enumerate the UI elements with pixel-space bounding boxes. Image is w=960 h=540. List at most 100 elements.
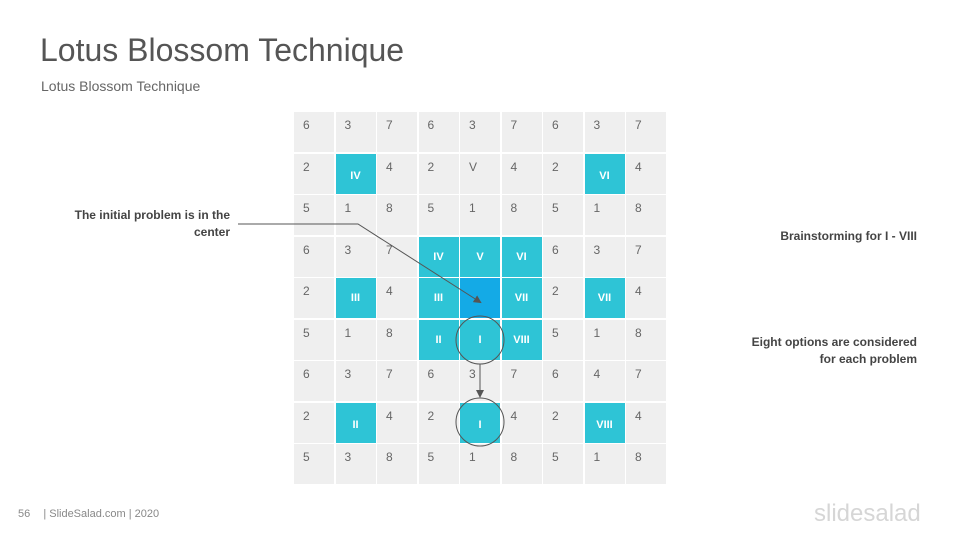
grid-cell: 7 xyxy=(501,112,542,152)
grid-cell: 6 xyxy=(418,112,459,152)
grid-cell-number: 8 xyxy=(635,201,642,215)
grid-cell: 3 xyxy=(335,444,376,484)
grid-cell-number: 3 xyxy=(593,242,601,257)
grid-cell: VIII xyxy=(584,402,625,443)
grid-cell-number: 4 xyxy=(635,408,642,423)
grid-cell: 1 xyxy=(584,444,625,484)
grid-cell: 1 xyxy=(584,195,625,235)
grid-cell-number: 3 xyxy=(469,367,476,381)
grid-cell: 8 xyxy=(626,444,666,484)
grid-cell: 2 xyxy=(543,153,583,194)
grid-cell: 7 xyxy=(377,236,417,277)
grid-cell-number: V xyxy=(469,159,478,174)
grid-cell-number: 2 xyxy=(303,159,310,174)
initial-problem-label: The initial problem is in the center xyxy=(40,207,230,241)
grid-cell-number: 4 xyxy=(386,159,393,174)
grid-cell-number: 6 xyxy=(303,118,310,132)
grid-cell: IV xyxy=(335,153,376,194)
grid-cell: 1 xyxy=(460,195,500,235)
grid-cell-number: 6 xyxy=(303,242,310,257)
grid-cell: 3 xyxy=(460,361,500,401)
grid-cell-number: 8 xyxy=(386,450,393,464)
grid-cell: 5 xyxy=(294,319,334,360)
grid-cell: 3 xyxy=(584,112,625,152)
grid-cell: 4 xyxy=(377,402,417,443)
grid-cell: 5 xyxy=(418,195,459,235)
grid-cell: 6 xyxy=(294,112,334,152)
grid-cell: 8 xyxy=(501,444,542,484)
grid-cell-number: 2 xyxy=(427,159,435,174)
eight-options-label: Eight options are considered for each pr… xyxy=(700,334,917,368)
grid-cell: IV xyxy=(418,236,459,277)
grid-cell: II xyxy=(335,402,376,443)
grid-cell: 8 xyxy=(377,444,417,484)
grid-cell: 2 xyxy=(418,153,459,194)
grid-cell: VI xyxy=(584,153,625,194)
grid-cell: 6 xyxy=(543,236,583,277)
grid-cell: I xyxy=(460,319,500,360)
grid-cell-number: 8 xyxy=(386,325,393,340)
grid-cell-number: 8 xyxy=(386,201,393,215)
grid-cell-number: 4 xyxy=(593,367,601,381)
grid-cell: 7 xyxy=(626,112,666,152)
grid-cell-number: 3 xyxy=(593,118,601,132)
grid-cell-number: 1 xyxy=(593,201,601,215)
grid-cell: 3 xyxy=(335,361,376,401)
grid-cell-number: 2 xyxy=(552,284,559,298)
grid-cell: III xyxy=(418,278,459,318)
grid-cell-number: 7 xyxy=(510,367,518,381)
grid-cell: 6 xyxy=(543,361,583,401)
eight-options-label-line1: Eight options are considered xyxy=(751,335,917,349)
grid-cell-number: 4 xyxy=(386,408,393,423)
grid-cell-number: 1 xyxy=(469,201,476,215)
grid-cell: 2 xyxy=(294,402,334,443)
grid-cell: V xyxy=(460,236,500,277)
grid-cell-number: 4 xyxy=(510,159,518,174)
grid-cell: 1 xyxy=(584,319,625,360)
grid-cell: 5 xyxy=(294,195,334,235)
grid-cell-number: 8 xyxy=(635,450,642,464)
grid-cell: 8 xyxy=(501,195,542,235)
grid-cell-number: 5 xyxy=(303,450,310,464)
grid-cell-number: 7 xyxy=(510,118,518,132)
grid-cell-number: 2 xyxy=(552,159,559,174)
grid-cell-number: 8 xyxy=(510,201,518,215)
footer-source: | SlideSalad.com | 2020 xyxy=(43,508,160,520)
grid-cell-number: 7 xyxy=(386,242,393,257)
grid-cell: 5 xyxy=(294,444,334,484)
grid-cell-number: 8 xyxy=(635,325,642,340)
grid-cell-number: 4 xyxy=(635,284,642,298)
grid-cell: 6 xyxy=(543,112,583,152)
eight-options-label-line2: for each problem xyxy=(819,352,917,366)
slide-subtitle: Lotus Blossom Technique xyxy=(41,78,201,94)
grid-cell: 6 xyxy=(294,361,334,401)
grid-cell-number: 2 xyxy=(303,408,310,423)
grid-cell: 7 xyxy=(377,112,417,152)
initial-problem-label-line2: center xyxy=(193,225,230,239)
grid-cell-number: 6 xyxy=(552,367,559,381)
grid-cell-number: 1 xyxy=(593,450,601,464)
grid-cell-number: 6 xyxy=(552,242,559,257)
page-number: 56 xyxy=(18,508,31,520)
grid-cell: 3 xyxy=(335,236,376,277)
grid-cell-number: 5 xyxy=(303,201,310,215)
grid-cell-number: 7 xyxy=(386,118,393,132)
grid-cell: 7 xyxy=(377,361,417,401)
grid-cell: 8 xyxy=(626,319,666,360)
grid-cell: 5 xyxy=(543,444,583,484)
grid-cell-number: 3 xyxy=(469,118,476,132)
grid-cell-number: 2 xyxy=(552,408,559,423)
grid-cell: 1 xyxy=(460,444,500,484)
grid-cell-number: 6 xyxy=(427,118,435,132)
grid-cell-number: 4 xyxy=(510,408,518,423)
grid-cell-number: 1 xyxy=(344,201,352,215)
brainstorming-label: Brainstorming for I - VIII xyxy=(780,229,917,243)
grid-cell: 7 xyxy=(626,236,666,277)
grid-cell: 2 xyxy=(543,402,583,443)
grid-cell-number: 6 xyxy=(427,367,435,381)
grid-cell-number: 1 xyxy=(344,325,352,340)
grid-cell: V xyxy=(460,153,500,194)
grid-cell: 4 xyxy=(584,361,625,401)
grid-cell-number: 3 xyxy=(344,450,352,464)
grid-cell-number: 6 xyxy=(552,118,559,132)
